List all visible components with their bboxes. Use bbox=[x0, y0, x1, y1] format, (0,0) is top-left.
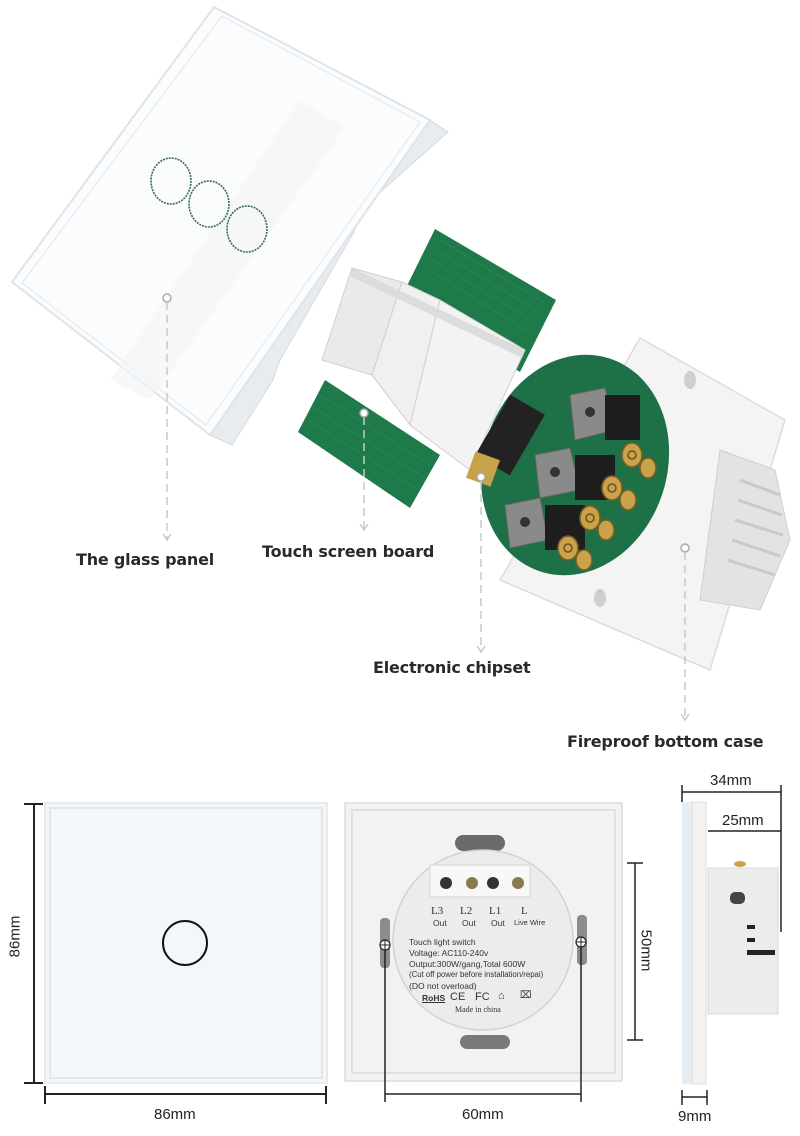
pcb-bottom bbox=[298, 380, 440, 508]
relays bbox=[504, 387, 640, 550]
rohs-mark: RoHS bbox=[422, 993, 446, 1003]
side-plate bbox=[691, 801, 707, 1085]
terminal-L1: L1 bbox=[489, 905, 502, 917]
top-slot bbox=[455, 835, 505, 851]
side-view: 34mm 25mm 9mm bbox=[660, 760, 800, 1136]
side-box bbox=[707, 867, 779, 1015]
label-electronic-chipset: Electronic chipset bbox=[373, 658, 531, 677]
label-glass-panel: The glass panel bbox=[76, 550, 215, 569]
exploded-view: The glass panel Touch screen board Elect… bbox=[10, 5, 791, 751]
back-height-label: 50mm bbox=[637, 929, 655, 972]
spec-line-4: (Cut off power before installation/repai… bbox=[409, 970, 544, 979]
leader-line-touch-board bbox=[359, 408, 369, 532]
touch-button-3[interactable] bbox=[226, 205, 268, 253]
terminal-L1-sub: Out bbox=[491, 918, 505, 928]
front-height-label: 86mm bbox=[6, 915, 24, 958]
fc-mark: FC bbox=[475, 991, 490, 1003]
touch-button-2[interactable] bbox=[188, 180, 230, 228]
side-glass bbox=[682, 802, 692, 1084]
leader-line-chipset bbox=[476, 472, 486, 654]
terminal-L3: L3 bbox=[431, 905, 444, 917]
brass-terminals bbox=[557, 442, 657, 571]
spec-line-5: (DO not overload) bbox=[409, 981, 477, 991]
touch-screen-board bbox=[298, 229, 556, 532]
touch-button-1[interactable] bbox=[150, 157, 192, 205]
front-width-label: 86mm bbox=[154, 1106, 196, 1123]
label-fireproof-bottom-case: Fireproof bottom case bbox=[567, 732, 764, 751]
front-panel bbox=[44, 802, 328, 1084]
total-depth-label: 34mm bbox=[710, 772, 752, 789]
terminal-L2: L2 bbox=[460, 905, 473, 917]
touch-buttons bbox=[150, 157, 268, 253]
terminal-L3-sub: Out bbox=[433, 918, 447, 928]
terminal-L-sub: Live Wire bbox=[514, 918, 546, 927]
terminal-L: L bbox=[521, 905, 528, 917]
chipset-and-case bbox=[465, 336, 791, 722]
home-icon: ⌂ bbox=[498, 990, 505, 1002]
glass-panel-edge bbox=[209, 119, 449, 446]
panel-thickness-label: 9mm bbox=[678, 1108, 712, 1125]
box-depth-label: 25mm bbox=[722, 812, 764, 829]
back-view: L3 Out L2 Out L1 Out L Live Wire Touch l… bbox=[330, 780, 660, 1136]
ce-mark: CE bbox=[450, 991, 466, 1003]
glass-panel bbox=[10, 5, 449, 542]
spec-line-1: Touch light switch bbox=[409, 937, 476, 947]
bottom-slot bbox=[460, 1035, 510, 1049]
front-touch-button[interactable] bbox=[162, 920, 208, 966]
terminal-L2-sub: Out bbox=[462, 918, 476, 928]
label-touch-screen-board: Touch screen board bbox=[262, 542, 435, 561]
leader-line-glass-panel bbox=[162, 293, 172, 542]
leader-line-bottom-case bbox=[680, 543, 690, 722]
front-view: 86mm 86mm bbox=[0, 780, 340, 1136]
hole-spacing-label: 60mm bbox=[462, 1106, 504, 1123]
weee-bin-icon: ⌧ bbox=[520, 990, 532, 1001]
spec-line-3: Output:300W/gang,Total 600W bbox=[409, 959, 526, 969]
made-in-label: Made in china bbox=[455, 1005, 501, 1014]
spec-line-2: Voltage: AC110-240v bbox=[409, 948, 489, 958]
